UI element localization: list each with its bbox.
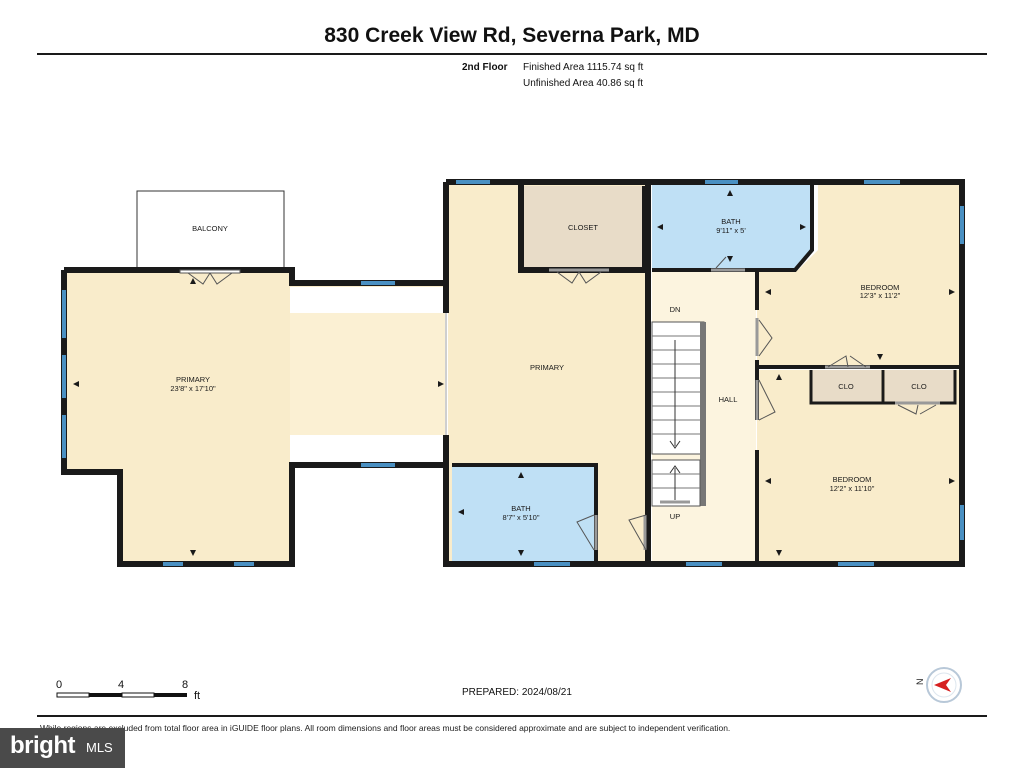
- bath-top-label: BATH: [721, 217, 740, 226]
- clo-1-floor: [811, 370, 881, 403]
- connector-gap-bottom: [290, 435, 446, 465]
- scale-unit: ft: [194, 690, 201, 702]
- closet-label: CLOSET: [568, 223, 598, 232]
- mls-logo-text: MLS: [86, 740, 113, 755]
- balcony-area: [136, 190, 285, 269]
- scale-tick-0: 0: [56, 679, 63, 691]
- primary-center-label: PRIMARY: [530, 363, 564, 372]
- bath-bottom-dims: 8'7" x 5'10": [503, 513, 540, 522]
- finished-area: Finished Area 1115.74 sq ft: [523, 62, 644, 73]
- walls: [61, 179, 965, 567]
- bright-mls-logo: bright MLS: [0, 728, 125, 768]
- balcony-label: BALCONY: [192, 224, 228, 233]
- bath-bottom-floor: [452, 465, 596, 562]
- footer-divider: [37, 715, 987, 717]
- up-label: UP: [670, 512, 680, 521]
- bedroom-top-label: BEDROOM: [861, 283, 900, 292]
- floor-label: 2nd Floor: [462, 62, 508, 73]
- scale-tick-4: 4: [118, 679, 125, 691]
- hall-label: HALL: [719, 395, 738, 404]
- compass-needle-icon: [934, 678, 951, 692]
- bright-logo-text: bright: [10, 732, 75, 759]
- bedroom-top-floor: [757, 184, 962, 366]
- disclaimer-text: While regions are excluded from total fl…: [40, 723, 731, 733]
- compass-n-label: N: [915, 679, 925, 686]
- header-divider: [37, 53, 987, 55]
- connector-floor: [290, 313, 446, 435]
- doors: [179, 256, 940, 551]
- primary-left-dims: 23'8" x 17'10": [170, 384, 216, 393]
- bedroom-top-dims: 12'3" x 11'2": [860, 291, 901, 300]
- clo-1-label: CLO: [838, 382, 854, 391]
- scale-tick-8: 8: [182, 679, 189, 691]
- clo-2-floor: [885, 370, 955, 403]
- stairs: [651, 321, 706, 507]
- unfinished-area: Unfinished Area 40.86 sq ft: [523, 78, 644, 89]
- scale-bar-graphic: [56, 692, 187, 698]
- windows: [62, 180, 964, 566]
- bath-bottom-label: BATH: [511, 504, 530, 513]
- bedroom-bottom-dims: 12'2" x 11'10": [830, 484, 875, 493]
- dimension-arrows: [73, 190, 955, 556]
- closet-floor: [521, 186, 645, 270]
- prepared-date: PREPARED: 2024/08/21: [462, 687, 572, 698]
- compass: [926, 667, 962, 703]
- dn-label: DN: [670, 305, 681, 314]
- page-title: 830 Creek View Rd, Severna Park, MD: [324, 24, 700, 47]
- primary-left-label: PRIMARY: [176, 375, 210, 384]
- bath-top-floor: [652, 184, 812, 270]
- clo-2-label: CLO: [911, 382, 927, 391]
- bedroom-bottom-label: BEDROOM: [833, 475, 872, 484]
- bath-top-dims: 9'11" x 5': [716, 226, 746, 235]
- connector-gap-top: [290, 287, 446, 313]
